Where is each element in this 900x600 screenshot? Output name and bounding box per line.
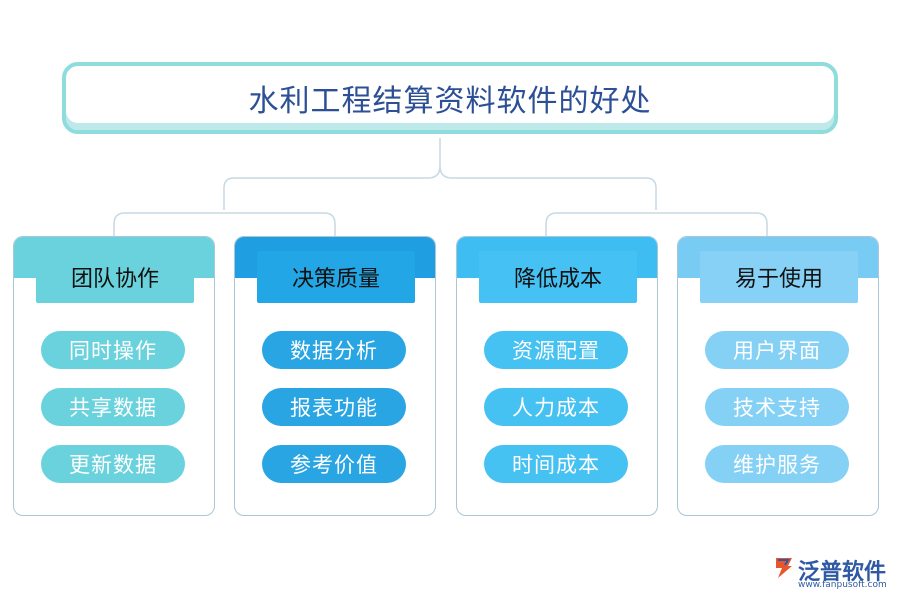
connector-branch-left bbox=[113, 212, 336, 236]
category-card-decision: 决策质量 数据分析 报表功能 参考价值 bbox=[234, 236, 436, 516]
fanpu-logo-icon bbox=[776, 558, 792, 578]
item-pill: 共享数据 bbox=[41, 388, 185, 426]
category-card-team: 团队协作 同时操作 共享数据 更新数据 bbox=[13, 236, 215, 516]
item-pill: 报表功能 bbox=[262, 388, 406, 426]
item-pill: 同时操作 bbox=[41, 331, 185, 369]
item-pill: 人力成本 bbox=[484, 388, 628, 426]
card-heading: 易于使用 bbox=[700, 251, 858, 303]
logo-url: www.fanpusoft.com bbox=[798, 580, 887, 590]
card-heading: 团队协作 bbox=[36, 251, 194, 303]
item-pill: 技术支持 bbox=[705, 388, 849, 426]
item-pill: 数据分析 bbox=[262, 331, 406, 369]
connector-trunk-left bbox=[223, 138, 441, 210]
card-heading: 决策质量 bbox=[257, 251, 415, 303]
card-heading: 降低成本 bbox=[479, 251, 637, 303]
title-box: 水利工程结算资料软件的好处 bbox=[62, 62, 838, 134]
item-pill: 用户界面 bbox=[705, 331, 849, 369]
category-card-usability: 易于使用 用户界面 技术支持 维护服务 bbox=[677, 236, 879, 516]
connector-trunk-right bbox=[439, 165, 657, 210]
item-pill: 资源配置 bbox=[484, 331, 628, 369]
item-pill: 更新数据 bbox=[41, 445, 185, 483]
diagram-title: 水利工程结算资料软件的好处 bbox=[248, 84, 652, 119]
item-pill: 参考价值 bbox=[262, 445, 406, 483]
connector-branch-right bbox=[545, 212, 768, 236]
item-pill: 维护服务 bbox=[705, 445, 849, 483]
category-card-cost: 降低成本 资源配置 人力成本 时间成本 bbox=[456, 236, 658, 516]
fanpu-logo: 泛普软件 www.fanpusoft.com bbox=[772, 552, 892, 592]
logo-name: 泛普软件 bbox=[798, 560, 887, 585]
item-pill: 时间成本 bbox=[484, 445, 628, 483]
